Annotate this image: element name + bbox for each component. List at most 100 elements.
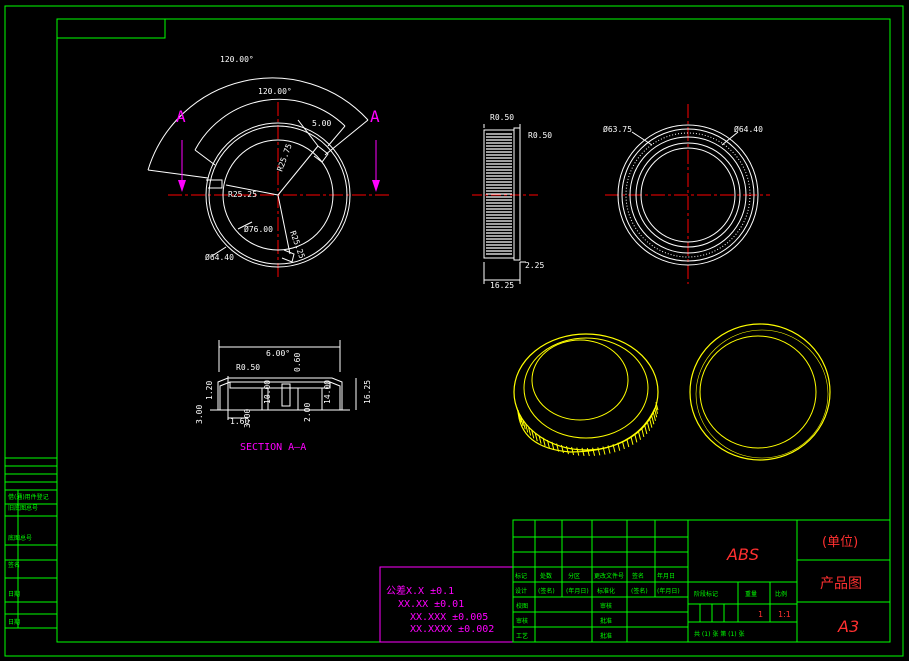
tol-line2: XX.XX ±0.01 (398, 599, 464, 610)
scale-label: 比例 (775, 590, 787, 598)
iso-knurl-line (592, 447, 596, 456)
corner-label-box (56, 18, 166, 39)
iso-knurl-line (655, 401, 659, 411)
knurl-pattern (486, 133, 512, 255)
iso-knurl-line (531, 430, 535, 439)
iso-knurl-line (612, 444, 616, 453)
section-view: 6.00° R0.50 0.60 10.00 14.00 16.25 1.60 … (195, 340, 372, 453)
qty-value: 1 (758, 610, 763, 619)
inner-angle-label: 120.00° (258, 87, 292, 96)
tol-line3: XX.XXX ±0.005 (410, 612, 488, 623)
dia-left-bottom-label: Ø64.40 (205, 252, 234, 262)
iso-knurl-line (528, 427, 532, 436)
col-h-5: 年月日 (657, 572, 675, 580)
sec-dim-1625: 16.25 (363, 380, 372, 404)
iso-knurl-line (534, 432, 538, 442)
iso-knurl-line (542, 437, 546, 447)
tol-line4: XX.XXXX ±0.002 (410, 624, 494, 635)
iso-knurl-line (617, 442, 621, 451)
role-mid-1: 批准 (600, 617, 612, 625)
material-label: ABS (726, 545, 759, 564)
strip-row4: 签名 (8, 561, 20, 569)
iso-knurl-line (597, 447, 601, 456)
section-title: SECTION A—A (240, 442, 306, 453)
tag-top-label: 5.00 (312, 119, 331, 128)
row-h-4: (签名) (631, 587, 648, 595)
iso-knurl-line (630, 436, 634, 445)
side-dim-right: 2.25 (525, 261, 544, 270)
section-arrow-left-icon (178, 180, 186, 192)
sheet-label: 共 (1) 张 第 (1) 张 (694, 630, 745, 638)
section-mark-left: A (176, 107, 186, 126)
sec-dim-top: 6.00° (266, 349, 290, 358)
iso-knurl-line (517, 410, 521, 420)
iso-knurl-line (649, 419, 653, 428)
product-name: 产品图 (820, 576, 862, 592)
iso-knurl-line (546, 439, 550, 449)
sec-dim-120: 1.20 (205, 381, 214, 400)
iso-knurl-pattern (516, 401, 659, 457)
iso-knurl-line (565, 445, 569, 455)
role-left-0: 校图 (516, 602, 528, 610)
side-r-right-label: R0.50 (528, 131, 552, 140)
sec-r-label: R0.50 (236, 363, 260, 372)
iso-knurl-line (538, 435, 542, 444)
iso-knurl-line (638, 431, 641, 440)
col-h-1: 处数 (540, 572, 552, 580)
sec-dim-300: 3.00 (243, 409, 252, 428)
row-h-0: 设计 (515, 587, 527, 595)
dia-small-label: Ø76.00 (244, 224, 273, 234)
iso-knurl-line (655, 405, 658, 414)
iso-knurl-line (522, 421, 526, 430)
iso-knurl-line (647, 422, 651, 431)
weight-label: 重量 (745, 590, 757, 598)
right-dia-left-label: Ø63.75 (603, 124, 632, 134)
iso-knurl-line (551, 441, 555, 451)
r-left-label: R25.25 (228, 190, 257, 199)
iso-knurl-line (652, 412, 656, 421)
iso-knurl-line (621, 440, 625, 450)
left-strip: 借(通)用件登记 旧底图总号 底图总号 签名 日期 日期 (4, 457, 58, 629)
iso-knurl-line (626, 438, 630, 448)
iso-knurl-line (571, 446, 575, 456)
iso-knurl-line (644, 425, 648, 435)
iso-knurl-line (560, 444, 564, 454)
unit-label: (单位) (822, 535, 858, 550)
outer-angle-label: 120.00° (220, 55, 254, 64)
sec-dim-160: 1.60 (230, 417, 249, 426)
top-view: 120.00° 120.00° R25.25 R25.75 R25.25 5.0… (147, 55, 392, 278)
section-arrow-right-icon (372, 180, 380, 192)
sec-dim-1400: 14.00 (323, 380, 332, 404)
r-bottom-label: R25.25 (288, 230, 306, 260)
side-view: R0.50 R0.50 2.25 16.25 (472, 113, 552, 290)
strip-row1: 借(通)用件登记 (8, 493, 49, 501)
row-h-2: (年月日) (566, 587, 589, 595)
stage-label: 阶段标记 (694, 590, 718, 598)
iso-knurl-line (581, 447, 585, 457)
sec-dim-1000: 10.00 (263, 380, 272, 404)
iso-knurl-line (586, 447, 590, 457)
drawing-frame-outer (4, 5, 904, 657)
iso-view-knurled (513, 333, 659, 457)
iso-knurl-line (634, 434, 638, 443)
row-h-1: (签名) (538, 587, 555, 595)
sec-dim-left: 3.00 (195, 405, 204, 424)
title-block: 标记 处数 分区 更改文件号 签名 年月日 设计 (签名) (年月日) 标准化 … (512, 519, 891, 643)
side-dim-bottom: 16.25 (490, 281, 514, 290)
scale-value: 1:1 (778, 610, 791, 619)
strip-row6: 日期 (8, 618, 20, 626)
role-mid-2: 批准 (600, 632, 612, 640)
row-h-5: (年月日) (657, 587, 680, 595)
strip-row5: 日期 (8, 590, 20, 598)
sec-dim-200: 2.00 (303, 403, 312, 422)
tol-line1: 公差X.X ±0.1 (386, 584, 454, 597)
iso-knurl-line (651, 416, 655, 425)
side-r-left-label: R0.50 (490, 113, 514, 122)
iso-knurl-line (607, 445, 611, 454)
iso-knurl-line (576, 447, 580, 456)
col-h-0: 标记 (515, 572, 527, 580)
iso-knurl-line (520, 417, 524, 427)
tolerance-box: 公差X.X ±0.1 XX.XX ±0.01 XX.XXX ±0.005 XX.… (379, 566, 514, 643)
iso-knurl-line (518, 414, 522, 423)
iso-knurl-line (556, 443, 560, 452)
